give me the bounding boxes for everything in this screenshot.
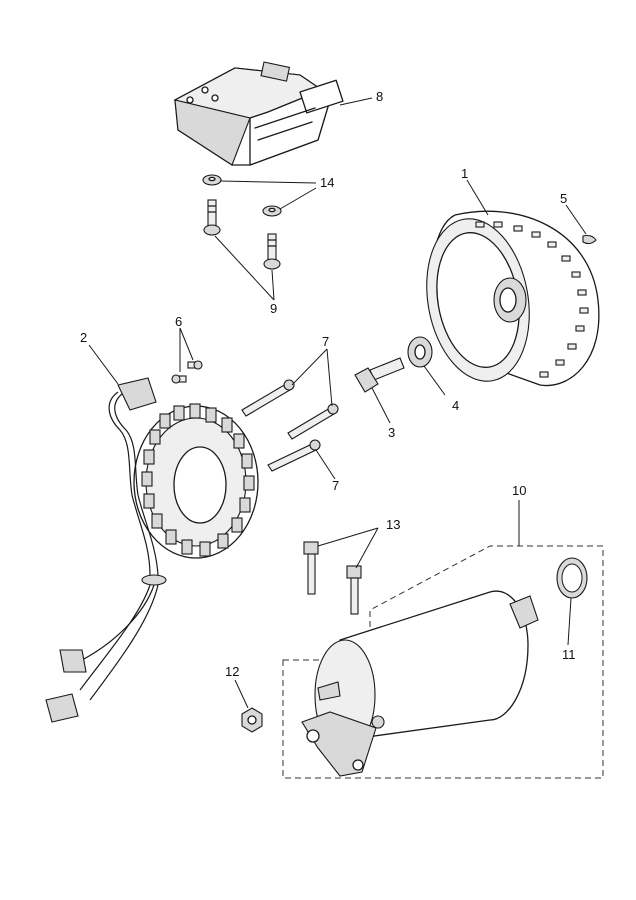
stator-poles	[141, 403, 255, 557]
callout-11: 11	[562, 647, 576, 662]
flywheel-teeth	[475, 221, 589, 378]
o-ring[interactable]	[556, 557, 588, 599]
callout-9: 9	[270, 301, 277, 316]
stator-bolt-3[interactable]	[267, 439, 321, 472]
washer-14b[interactable]	[262, 205, 282, 217]
stator-bolt-1[interactable]	[241, 379, 295, 417]
stator-assembly[interactable]	[45, 377, 259, 723]
callout-3: 3	[388, 425, 395, 440]
starter-motor[interactable]	[301, 590, 539, 777]
screw-6b[interactable]	[187, 360, 203, 370]
callout-8: 8	[376, 89, 383, 104]
bolt-9b[interactable]	[263, 233, 281, 270]
callout-6: 6	[175, 314, 182, 329]
callout-7-lower: 7	[332, 478, 339, 493]
woodruff-key[interactable]	[582, 234, 597, 245]
rotor-bolt[interactable]	[354, 357, 405, 393]
callout-10: 10	[512, 483, 526, 498]
callout-5: 5	[560, 191, 567, 206]
washer-4[interactable]	[407, 336, 433, 368]
callout-2: 2	[80, 330, 87, 345]
callout-1: 1	[461, 166, 468, 181]
nut-12[interactable]	[241, 707, 263, 733]
flywheel-rotor[interactable]	[415, 210, 600, 390]
starter-bolt-13b[interactable]	[346, 565, 362, 615]
callout-7-upper: 7	[322, 334, 329, 349]
starter-bolt-13a[interactable]	[303, 541, 319, 595]
callout-13: 13	[386, 517, 400, 532]
callout-4: 4	[452, 398, 459, 413]
leader-lines	[88, 97, 587, 709]
regulator-rectifier[interactable]	[173, 61, 344, 166]
screw-6a[interactable]	[171, 374, 187, 384]
callout-14: 14	[320, 175, 334, 190]
washer-14a[interactable]	[202, 174, 222, 186]
bolt-9a[interactable]	[203, 199, 221, 236]
callout-12: 12	[225, 664, 239, 679]
stator-bolt-2[interactable]	[287, 403, 339, 440]
